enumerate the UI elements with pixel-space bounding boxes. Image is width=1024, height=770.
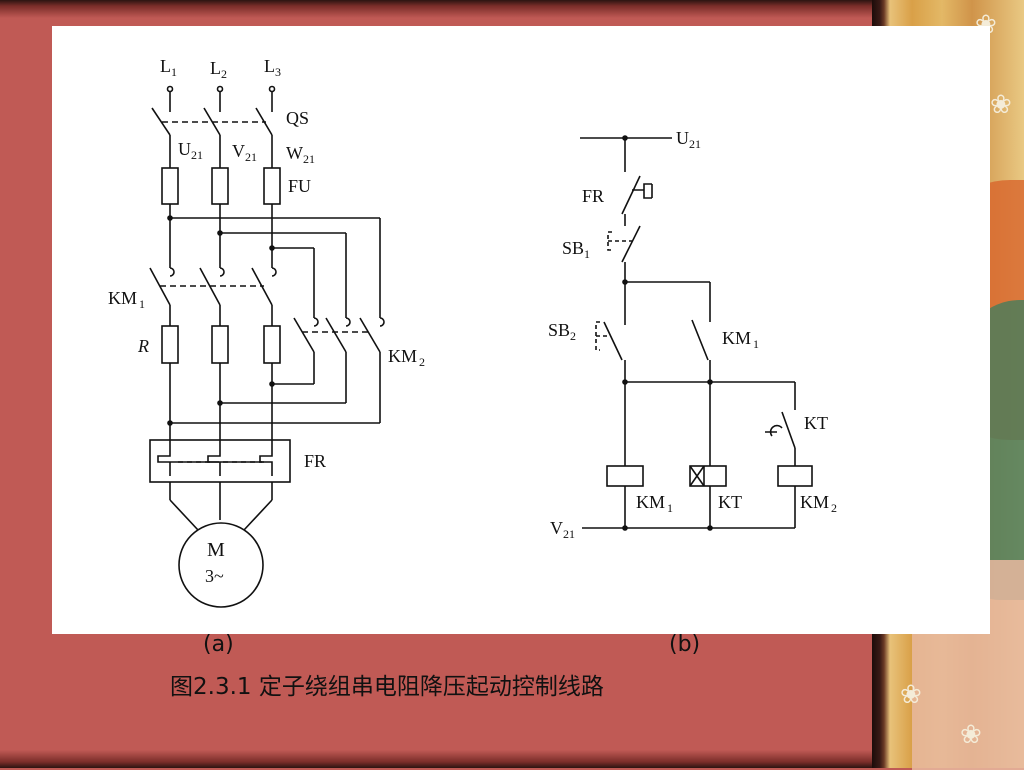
label-w21: W21	[286, 143, 315, 166]
label-u21: U21	[178, 139, 203, 162]
circuit-b-wires	[580, 137, 813, 529]
label-L3: L3	[264, 56, 281, 79]
label-kt-contact: KT	[804, 413, 828, 433]
circuit-b-junctions	[622, 135, 713, 531]
label-sb2: SB2	[548, 320, 576, 343]
diagram-panel	[52, 26, 990, 634]
label-v21: V21	[550, 518, 575, 541]
motor-label-phase: 3~	[205, 566, 224, 586]
label-u21-b: U21	[676, 128, 701, 151]
label-qs: QS	[286, 108, 309, 128]
label-kt-coil: KT	[718, 492, 742, 512]
label-fr: FR	[304, 451, 326, 471]
subfigure-label-b: (b)	[669, 632, 701, 657]
label-fu: FU	[288, 176, 311, 196]
flower-icon: ❀	[990, 90, 1012, 120]
circuit-a-wires	[149, 85, 385, 608]
figure-caption: 图2.3.1 定子绕组串电阻降压起动控制线路	[170, 674, 604, 700]
label-fr-b: FR	[582, 186, 604, 206]
label-L2: L2	[210, 58, 227, 81]
flower-icon: ❀	[900, 680, 922, 710]
label-r: R	[137, 336, 149, 356]
subfigure-label-a: (a)	[203, 632, 234, 657]
label-sb1: SB1	[562, 238, 590, 261]
circuit-a-junctions	[167, 215, 275, 426]
motor-label-m: M	[207, 539, 225, 561]
label-L1: L1	[160, 56, 177, 79]
label-v21: V21	[232, 141, 257, 164]
flower-icon: ❀	[960, 720, 982, 750]
